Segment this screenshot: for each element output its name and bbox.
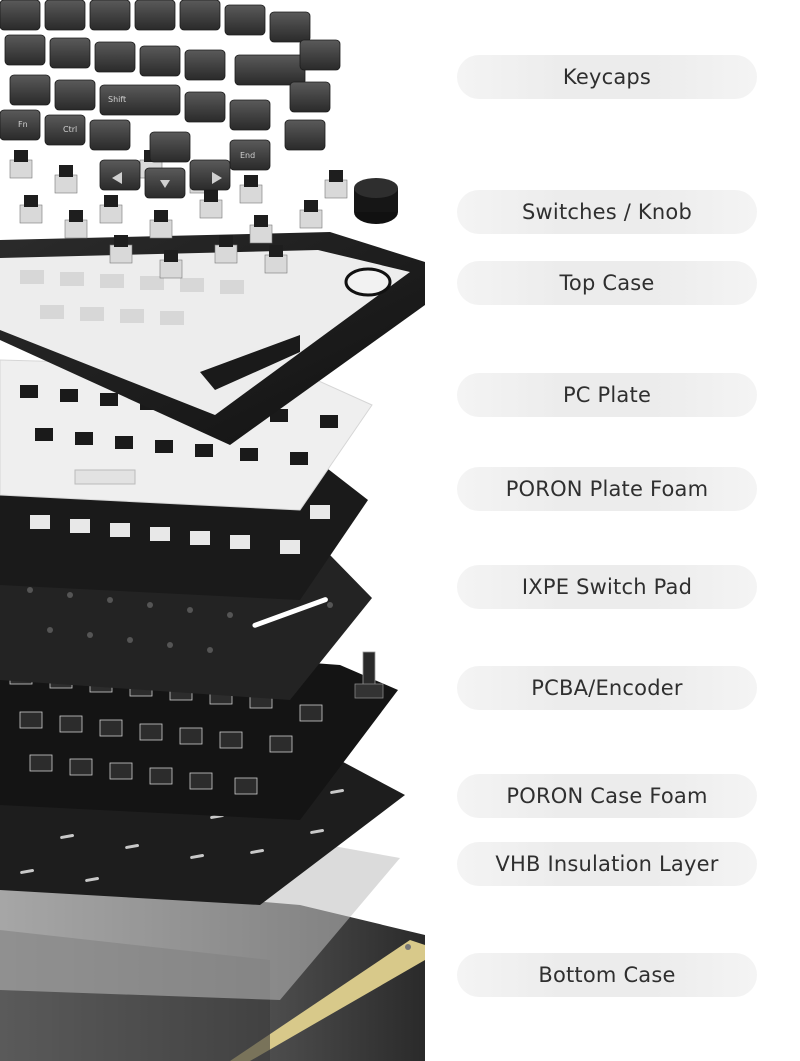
keycap-legend-shift: Shift bbox=[108, 95, 126, 104]
arrow-right-icon bbox=[212, 172, 222, 184]
layer-label-top-case: Top Case bbox=[457, 261, 757, 305]
top-case-layer bbox=[0, 232, 425, 445]
layer-label-pc-plate: PC Plate bbox=[457, 373, 757, 417]
knob-cutout-icon bbox=[344, 267, 392, 297]
keyboard-exploded-illustration: Fn Ctrl Shift End bbox=[0, 0, 425, 1061]
keycap-legend-ctrl: Ctrl bbox=[63, 125, 77, 134]
encoder-icon bbox=[362, 651, 376, 687]
layer-label-pcba-encoder: PCBA/Encoder bbox=[457, 666, 757, 710]
layer-label-bottom-case: Bottom Case bbox=[457, 953, 757, 997]
layer-label-poron-plate-foam: PORON Plate Foam bbox=[457, 467, 757, 511]
keycap-legend-end: End bbox=[240, 151, 255, 160]
layer-label-vhb-insulation: VHB Insulation Layer bbox=[457, 842, 757, 886]
keycaps-layer: Fn Ctrl Shift End bbox=[0, 0, 341, 199]
arrow-left-icon bbox=[112, 172, 122, 184]
switches-layer bbox=[9, 150, 398, 279]
layer-label-poron-case-foam: PORON Case Foam bbox=[457, 774, 757, 818]
layer-label-keycaps: Keycaps bbox=[457, 55, 757, 99]
layer-label-switches-knob: Switches / Knob bbox=[457, 190, 757, 234]
keycap-legend-fn: Fn bbox=[18, 120, 28, 129]
layer-label-ixpe-switch-pad: IXPE Switch Pad bbox=[457, 565, 757, 609]
arrow-down-icon bbox=[160, 180, 170, 188]
